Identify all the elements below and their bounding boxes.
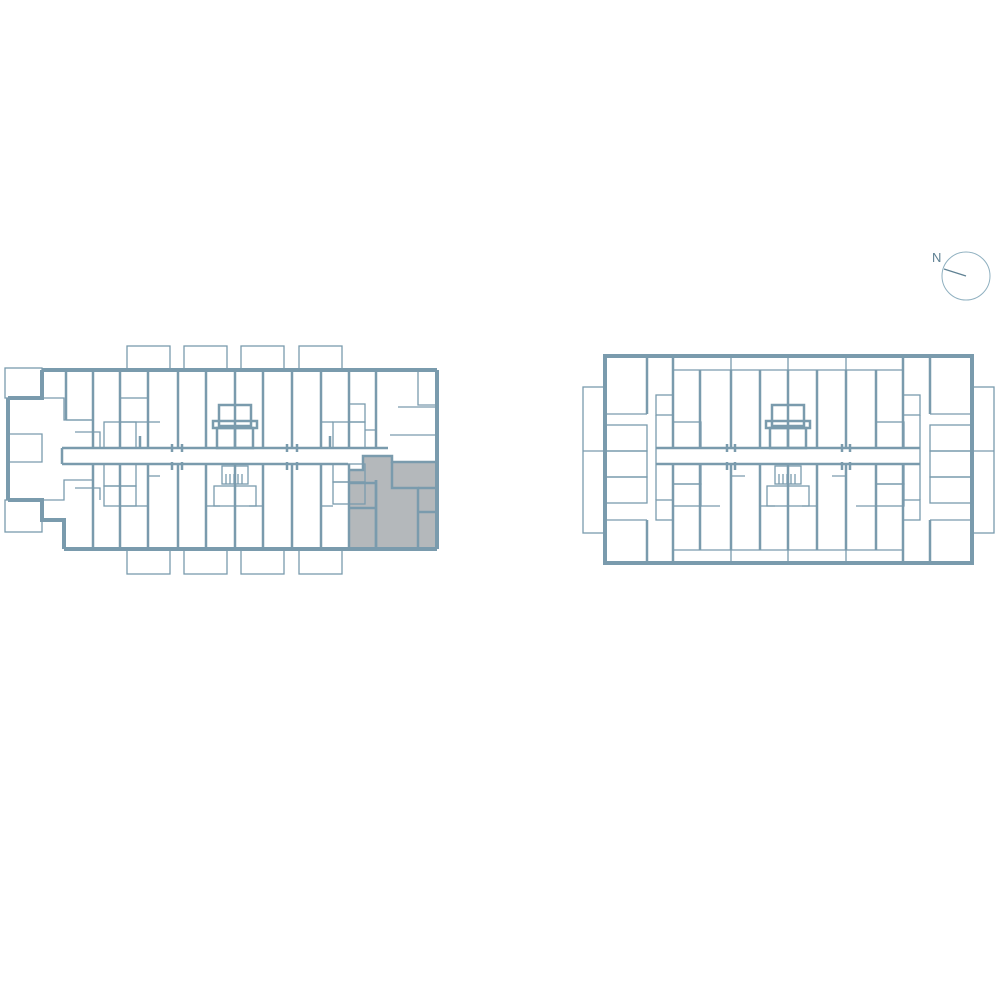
- bathrooms-north-left: [66, 397, 377, 449]
- stair-flight-left: [213, 465, 257, 507]
- bathrooms-south-left: [103, 463, 366, 550]
- party-walls-south-right: [698, 464, 878, 550]
- building-left: [4, 345, 439, 575]
- compass: N: [932, 250, 991, 301]
- stair-core-right: [764, 403, 812, 450]
- building-right: [582, 354, 995, 565]
- compass-north-label: N: [932, 250, 941, 265]
- stair-flight-right: [766, 465, 810, 507]
- wing-rooms-right: [604, 394, 973, 521]
- balconies-north-left: [126, 345, 343, 371]
- corridor-right: [656, 446, 920, 466]
- highlighted-apartment[interactable]: [349, 456, 437, 551]
- balconies-south-left: [126, 549, 343, 575]
- highlighted-unit-walls: [349, 454, 437, 549]
- stair-core-left: [211, 403, 259, 450]
- corridor-left: [60, 446, 388, 466]
- door-marks-left: [138, 436, 332, 470]
- door-marks-right: [725, 444, 852, 470]
- compass-ring: [941, 251, 991, 301]
- north-arrow-icon: [943, 268, 967, 277]
